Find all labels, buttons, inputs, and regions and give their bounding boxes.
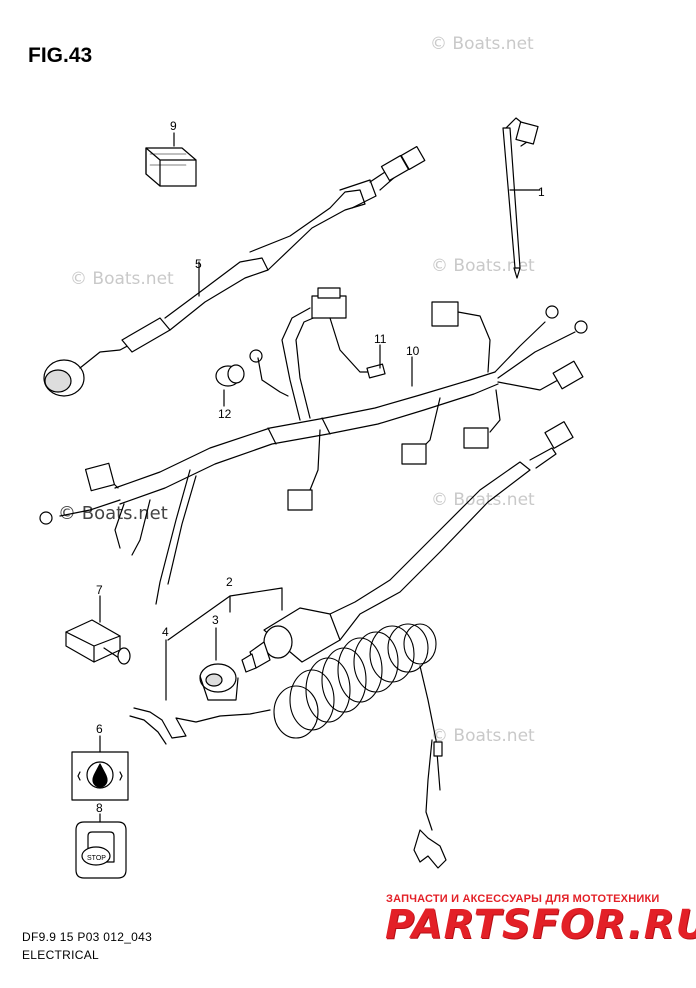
part-7-sender <box>65 595 131 665</box>
part-5-switch-lead <box>43 145 426 397</box>
callout-7: 7 <box>96 583 103 597</box>
callout-11: 11 <box>374 332 387 346</box>
diagram-code: DF9.9 15 P03 012_043 <box>22 930 153 944</box>
part-10-main-harness <box>39 287 588 605</box>
watermark: © Boats.net <box>431 256 535 276</box>
callout-8: 8 <box>96 801 103 815</box>
watermark: © Boats.net <box>58 503 168 524</box>
promo-logo[interactable]: PARTSFOR.RU <box>385 902 696 948</box>
section-name: ELECTRICAL <box>22 948 100 962</box>
watermark: © Boats.net <box>431 726 535 746</box>
part-6-oil-decal <box>71 735 129 801</box>
figure-title: FIG.43 <box>28 44 93 67</box>
part-1-clip <box>502 117 541 279</box>
stop-decal-text: STOP <box>87 855 106 862</box>
watermark: © Boats.net <box>70 269 174 289</box>
promo-tagline: ЗАПЧАСТИ И АКСЕССУАРЫ ДЛЯ МОТОТЕХНИКИ <box>386 893 660 905</box>
callout-3: 3 <box>212 613 219 627</box>
part-3-nut <box>199 627 239 701</box>
callout-4: 4 <box>162 625 169 639</box>
part-8-stop-decal <box>75 813 127 879</box>
callout-5: 5 <box>195 257 202 271</box>
callout-9: 9 <box>170 119 177 133</box>
callout-6: 6 <box>96 722 103 736</box>
part-2-stop-switch <box>167 421 574 673</box>
part-4-lanyard <box>129 623 447 869</box>
watermark: © Boats.net <box>431 490 535 510</box>
watermark: © Boats.net <box>430 34 534 54</box>
callout-1: 1 <box>538 185 545 199</box>
callout-10: 10 <box>406 344 420 358</box>
part-9-pad <box>145 132 197 187</box>
callout-2: 2 <box>226 575 233 589</box>
part-12-grommet <box>215 364 245 407</box>
callout-12: 12 <box>218 407 232 421</box>
